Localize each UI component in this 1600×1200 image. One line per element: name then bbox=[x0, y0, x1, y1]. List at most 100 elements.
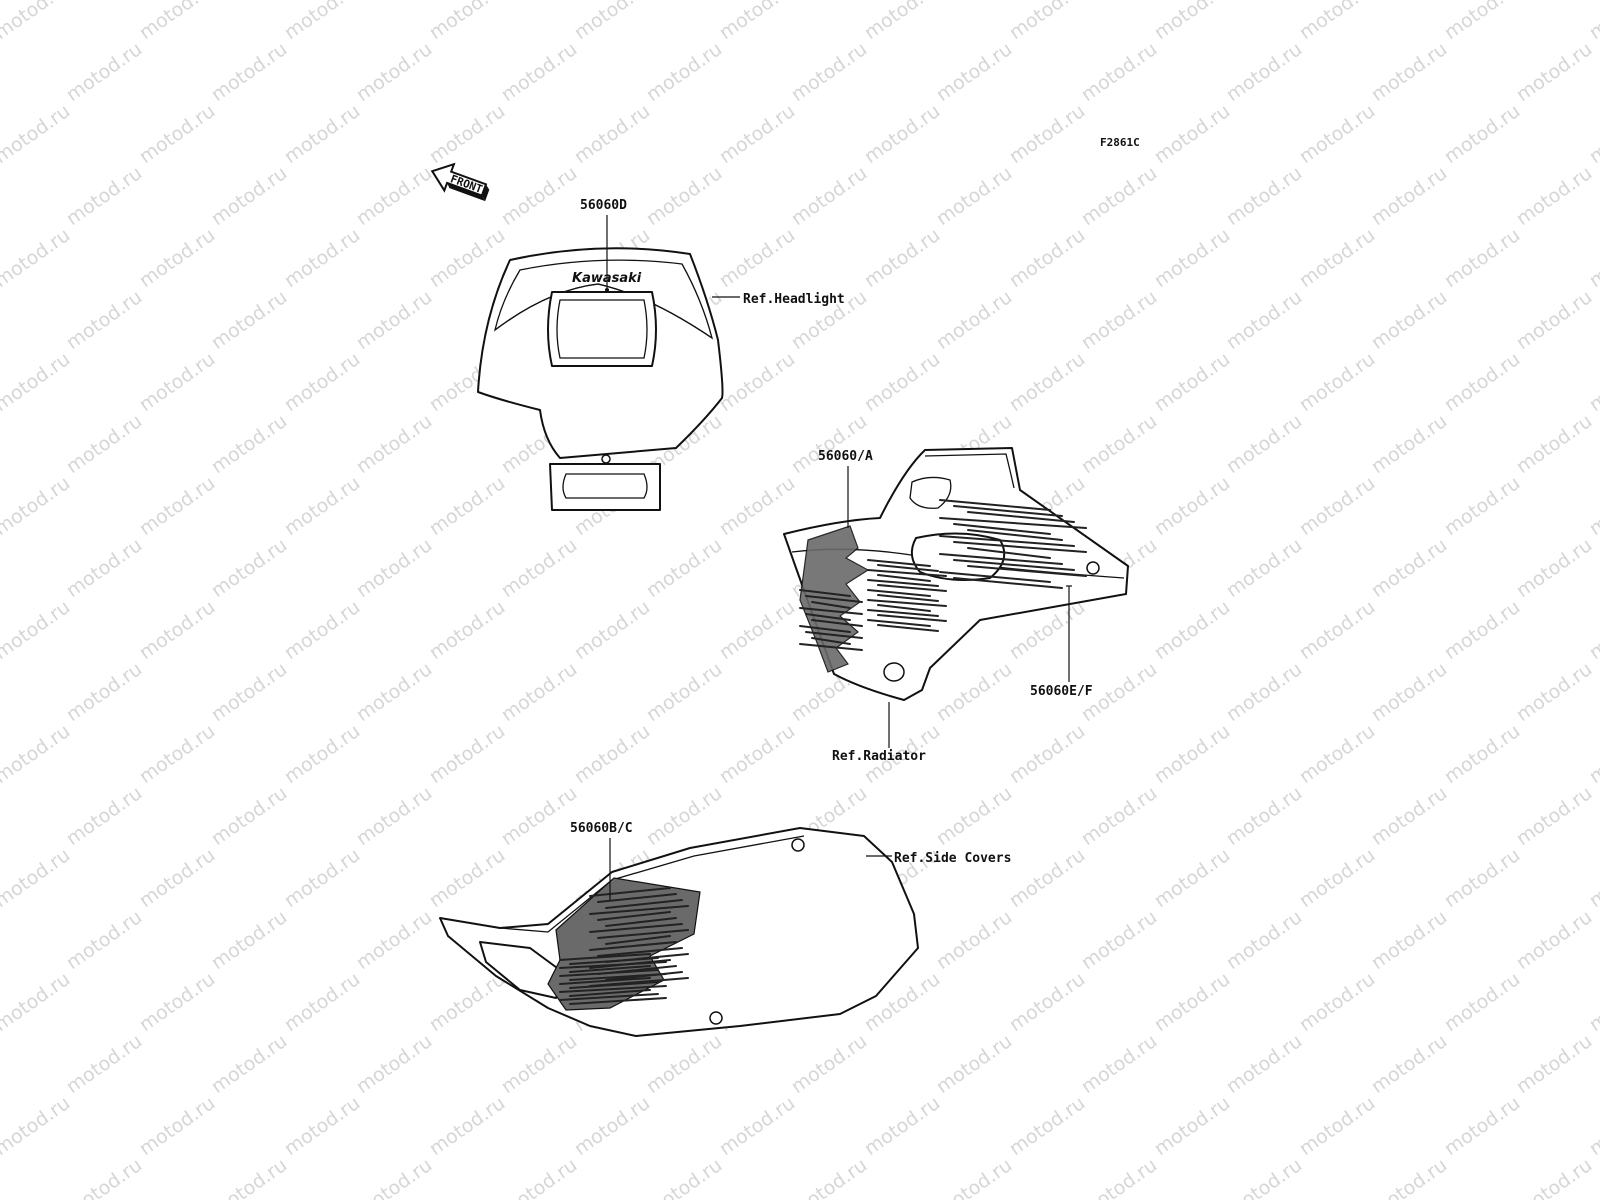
decal-stripe bbox=[569, 965, 651, 973]
watermark-text: motod.ru bbox=[570, 720, 654, 788]
watermark-text: motod.ru bbox=[1367, 906, 1451, 974]
watermark-text: motod.ru bbox=[0, 472, 74, 540]
watermark-text: motod.ru bbox=[1295, 472, 1379, 540]
watermark-text: motod.ru bbox=[787, 1154, 871, 1200]
decal-stripe bbox=[805, 631, 863, 639]
decal-stripe bbox=[811, 637, 851, 645]
decal-stripe bbox=[867, 559, 931, 567]
decal-stripe bbox=[805, 613, 851, 621]
watermark-text: motod.ru bbox=[425, 0, 509, 44]
decal-stripe bbox=[867, 589, 931, 597]
watermark-text: motod.ru bbox=[352, 906, 436, 974]
watermark-text: motod.ru bbox=[135, 844, 219, 912]
watermark-text: motod.ru bbox=[280, 844, 364, 912]
watermark-text: motod.ru bbox=[1150, 596, 1234, 664]
watermark-text: motod.ru bbox=[1150, 1092, 1234, 1160]
decal-stripe bbox=[799, 625, 851, 633]
watermark-text: motod.ru bbox=[1150, 720, 1234, 788]
watermark-text: motod.ru bbox=[715, 472, 799, 540]
watermark-text: motod.ru bbox=[0, 534, 1, 602]
watermark-text: motod.ru bbox=[860, 224, 944, 292]
watermark-text: motod.ru bbox=[425, 596, 509, 664]
watermark-text: motod.ru bbox=[0, 782, 1, 850]
watermark-text: motod.ru bbox=[787, 1030, 871, 1098]
watermark-text: motod.ru bbox=[1222, 534, 1306, 602]
watermark-text: motod.ru bbox=[715, 1092, 799, 1160]
watermark-text: motod.ru bbox=[642, 534, 726, 602]
watermark-text: motod.ru bbox=[62, 410, 146, 478]
watermark-text: motod.ru bbox=[1367, 658, 1451, 726]
watermark-text: motod.ru bbox=[0, 410, 1, 478]
decal-stripe bbox=[877, 564, 939, 572]
watermark-text: motod.ru bbox=[62, 906, 146, 974]
watermark-text: motod.ru bbox=[1077, 906, 1161, 974]
decal-stripe bbox=[569, 973, 667, 981]
watermark-text: motod.ru bbox=[352, 782, 436, 850]
decal-stripe bbox=[589, 941, 677, 951]
watermark-text: motod.ru bbox=[0, 720, 74, 788]
watermark-text: motod.ru bbox=[0, 38, 1, 106]
decal-stripe bbox=[569, 989, 651, 997]
watermark-text: motod.ru bbox=[1005, 0, 1089, 44]
watermark-text: motod.ru bbox=[1585, 720, 1600, 788]
watermark-text: motod.ru bbox=[1585, 472, 1600, 540]
watermark-text: motod.ru bbox=[135, 224, 219, 292]
watermark-text: motod.ru bbox=[497, 658, 581, 726]
watermark-text: motod.ru bbox=[1440, 720, 1524, 788]
watermark-text: motod.ru bbox=[1005, 968, 1089, 1036]
watermark-text: motod.ru bbox=[1585, 844, 1600, 912]
decal-stripe bbox=[605, 935, 671, 945]
decal-stripe bbox=[811, 619, 863, 627]
watermark-text: motod.ru bbox=[207, 534, 291, 602]
watermark-text: motod.ru bbox=[207, 286, 291, 354]
decal-stripe bbox=[799, 589, 851, 597]
watermark-text: motod.ru bbox=[1077, 38, 1161, 106]
decal-stripe bbox=[559, 985, 667, 993]
decal-stripe bbox=[953, 577, 1063, 589]
decal-stripe bbox=[953, 523, 1051, 535]
watermark-text: motod.ru bbox=[62, 162, 146, 230]
decal-stripe bbox=[877, 614, 947, 622]
watermark-text: motod.ru bbox=[1295, 720, 1379, 788]
watermark-text: motod.ru bbox=[860, 1092, 944, 1160]
decal-stripe bbox=[953, 505, 1063, 517]
watermark-text: motod.ru bbox=[1295, 596, 1379, 664]
decal-stripe bbox=[877, 584, 947, 592]
watermark-text: motod.ru bbox=[1295, 844, 1379, 912]
watermark-text: motod.ru bbox=[135, 0, 219, 44]
watermark-text: motod.ru bbox=[642, 1030, 726, 1098]
watermark-text: motod.ru bbox=[1077, 782, 1161, 850]
watermark-text: motod.ru bbox=[497, 1154, 581, 1200]
watermark-text: motod.ru bbox=[932, 1030, 1016, 1098]
watermark-text: motod.ru bbox=[1222, 906, 1306, 974]
watermark-text: motod.ru bbox=[0, 286, 1, 354]
part-number-56060A: 56060/A bbox=[818, 449, 873, 464]
decal-stripe bbox=[867, 569, 947, 577]
watermark-text: motod.ru bbox=[1440, 596, 1524, 664]
decal-stripe bbox=[569, 957, 659, 965]
watermark-text: motod.ru bbox=[0, 224, 74, 292]
side-cover-stripes bbox=[559, 887, 689, 1005]
watermark-text: motod.ru bbox=[1077, 410, 1161, 478]
ref-radiator-label: Ref.Radiator bbox=[832, 749, 926, 764]
watermark-text: motod.ru bbox=[932, 658, 1016, 726]
decal-stripe bbox=[569, 981, 659, 989]
watermark-text: motod.ru bbox=[932, 1154, 1016, 1200]
watermark-text: motod.ru bbox=[1512, 906, 1596, 974]
watermark-text: motod.ru bbox=[1295, 224, 1379, 292]
watermark-text: motod.ru bbox=[280, 1092, 364, 1160]
decal-stripe bbox=[811, 601, 851, 609]
watermark-text: motod.ru bbox=[1295, 1092, 1379, 1160]
watermark-text: motod.ru bbox=[1440, 844, 1524, 912]
decal-stripe bbox=[967, 565, 1087, 577]
watermark-text: motod.ru bbox=[0, 1154, 1, 1200]
watermark-text: motod.ru bbox=[280, 348, 364, 416]
decal-stripe bbox=[939, 499, 1051, 511]
watermark-text: motod.ru bbox=[787, 162, 871, 230]
watermark-text: motod.ru bbox=[1440, 100, 1524, 168]
watermark-text: motod.ru bbox=[135, 472, 219, 540]
watermark-text: motod.ru bbox=[715, 596, 799, 664]
decal-stripe bbox=[867, 579, 939, 587]
decal-stripe bbox=[939, 571, 1051, 583]
